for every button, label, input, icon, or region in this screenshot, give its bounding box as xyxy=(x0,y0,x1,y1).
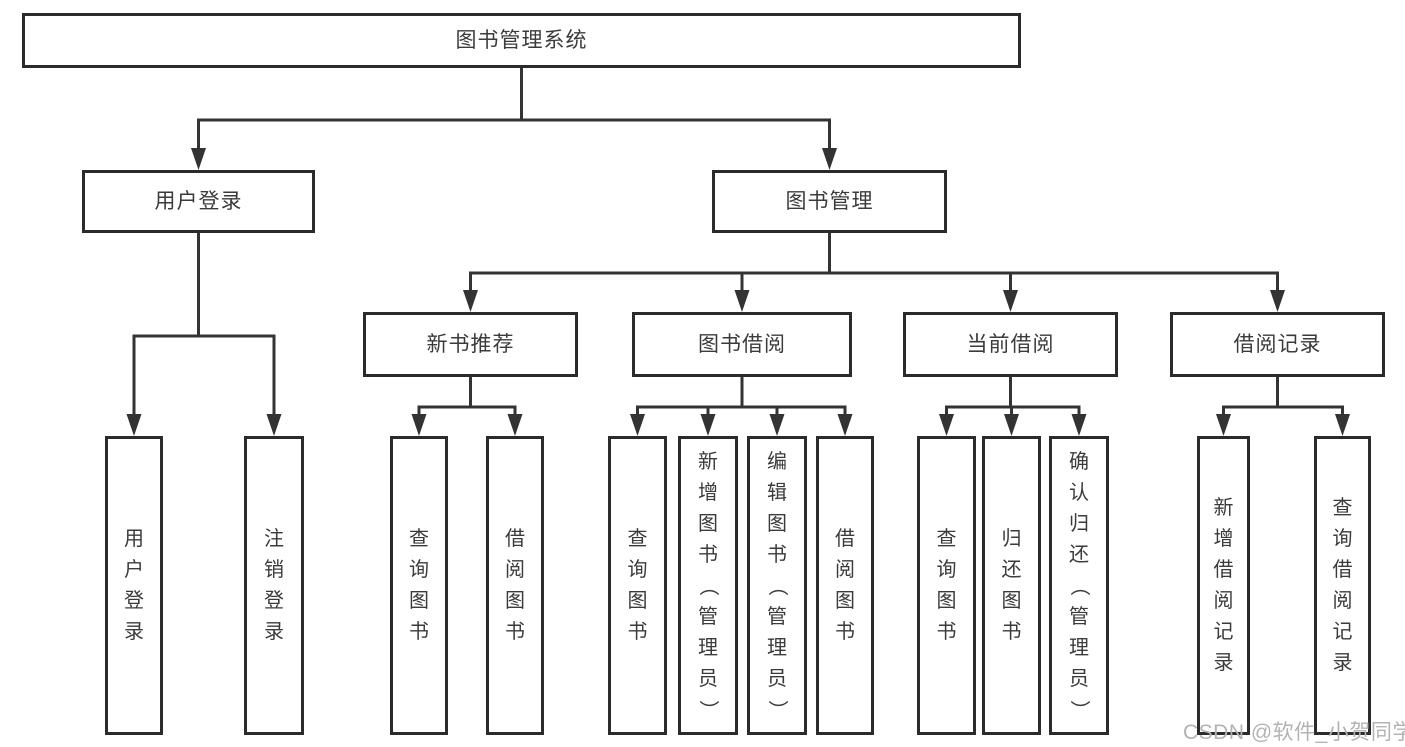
connector-book-borrow-children xyxy=(630,375,853,436)
leaf-confirm-return-admin-label: 确认归还（管理员） xyxy=(1068,450,1090,720)
arrowhead xyxy=(1003,290,1018,312)
node-root-label: 图书管理系统 xyxy=(455,29,588,52)
node-user-login-label: 用户登录 xyxy=(154,190,243,213)
connector-borrow-records-children xyxy=(1216,375,1350,436)
connector-new-book-children xyxy=(411,375,523,436)
leaf-logout: 注销登录 xyxy=(244,436,304,735)
leaf-query-books-recommend: 查询图书 xyxy=(390,436,448,735)
leaf-add-book-admin-label: 新增图书（管理员） xyxy=(697,450,719,720)
leaf-return-book: 归还图书 xyxy=(982,436,1041,735)
node-user-login: 用户登录 xyxy=(82,170,315,233)
node-book-borrow-label: 图书借阅 xyxy=(698,333,786,356)
node-current-borrow-label: 当前借阅 xyxy=(966,333,1055,356)
node-current-borrow: 当前借阅 xyxy=(903,312,1118,377)
arrowhead xyxy=(769,414,785,436)
arrowhead xyxy=(734,290,750,312)
leaf-query-borrow-record-label: 查询借阅记录 xyxy=(1332,497,1353,674)
leaf-query-books-borrow-label: 查询图书 xyxy=(627,528,648,643)
arrowhead xyxy=(837,414,853,436)
leaf-logout-label: 注销登录 xyxy=(264,528,284,643)
leaf-borrow-books-borrow-label: 借阅图书 xyxy=(835,528,855,643)
leaf-borrow-books-borrow: 借阅图书 xyxy=(816,436,874,735)
arrowhead xyxy=(939,414,954,436)
arrowhead xyxy=(411,414,427,436)
arrowhead xyxy=(507,414,523,436)
leaf-add-borrow-record: 新增借阅记录 xyxy=(1197,436,1250,735)
leaf-user-login: 用户登录 xyxy=(105,436,163,735)
leaf-confirm-return-admin: 确认归还（管理员） xyxy=(1049,436,1109,735)
arrowhead xyxy=(191,148,206,170)
leaf-return-book-label: 归还图书 xyxy=(1001,528,1022,643)
leaf-edit-book-admin: 编辑图书（管理员） xyxy=(747,436,807,735)
node-root-system: 图书管理系统 xyxy=(22,13,1021,68)
leaf-borrow-books-recommend-label: 借阅图书 xyxy=(505,528,525,643)
leaf-query-books-recommend-label: 查询图书 xyxy=(409,528,429,643)
leaf-user-login-label: 用户登录 xyxy=(124,528,144,643)
arrowhead xyxy=(266,414,282,436)
leaf-query-books-borrow: 查询图书 xyxy=(608,436,667,735)
arrowhead xyxy=(1270,290,1285,312)
arrowhead xyxy=(463,290,478,312)
leaf-query-borrow-record: 查询借阅记录 xyxy=(1314,436,1371,735)
watermark: CSDN @软件_小贺同学 xyxy=(1183,721,1405,744)
node-book-borrow: 图书借阅 xyxy=(632,312,852,377)
leaf-query-books-current-label: 查询图书 xyxy=(936,528,957,643)
arrowhead xyxy=(1071,414,1087,436)
node-new-book-recommend: 新书推荐 xyxy=(363,312,578,377)
connector-current-borrow-children xyxy=(939,375,1087,436)
node-book-management: 图书管理 xyxy=(712,170,947,233)
arrowhead xyxy=(630,414,645,436)
leaf-add-borrow-record-label: 新增借阅记录 xyxy=(1213,497,1234,674)
arrowhead xyxy=(126,414,142,436)
arrowhead xyxy=(1216,414,1231,436)
arrowhead xyxy=(1004,414,1019,436)
arrowhead xyxy=(822,148,837,170)
connector-book-management-children xyxy=(463,231,1285,312)
leaf-add-book-admin: 新增图书（管理员） xyxy=(678,436,738,735)
node-new-book-recommend-label: 新书推荐 xyxy=(426,333,515,356)
arrowhead xyxy=(700,414,716,436)
node-borrow-records: 借阅记录 xyxy=(1170,312,1385,377)
connector-user-login-children xyxy=(126,231,282,436)
leaf-query-books-current: 查询图书 xyxy=(917,436,976,735)
connector-root-to-level2 xyxy=(191,68,837,170)
arrowhead xyxy=(1335,414,1350,436)
node-borrow-records-label: 借阅记录 xyxy=(1233,333,1322,356)
node-book-management-label: 图书管理 xyxy=(785,190,874,213)
leaf-borrow-books-recommend: 借阅图书 xyxy=(486,436,544,735)
leaf-edit-book-admin-label: 编辑图书（管理员） xyxy=(766,450,788,720)
